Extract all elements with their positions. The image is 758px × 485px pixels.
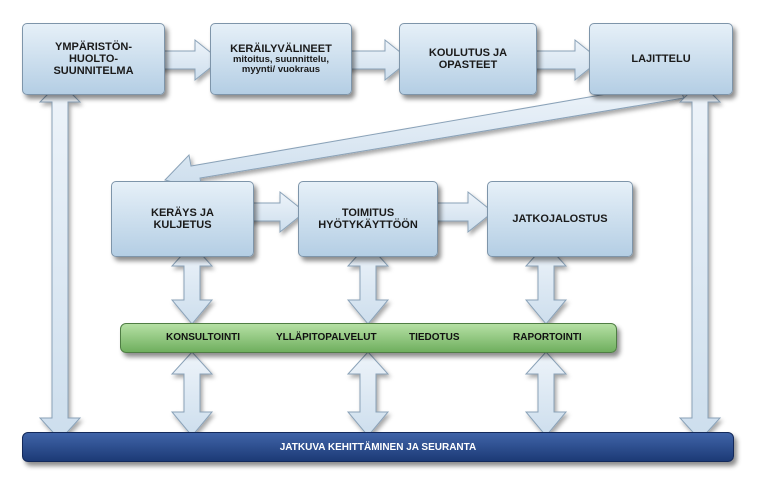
box1-line1: YMPÄRISTÖN- [55,41,132,53]
box3-line2: OPASTEET [438,59,498,71]
box-ymparistonhuoltosuunnitelma: YMPÄRISTÖN- HUOLTO- SUUNNITELMA [22,23,165,95]
box5-line1: KERÄYS JA [151,207,214,219]
continuous-development-bar: JATKUVA KEHITTÄMINEN JA SEURANTA [22,432,734,462]
box-jatkojalostus: JATKOJALOSTUS [487,181,633,257]
box-koulutus-ja-opasteet: KOULUTUS JA OPASTEET [399,23,537,95]
arrow-box4-to-box5 [164,81,685,191]
arrow-services-to-bottom-3 [524,351,568,437]
arrow-services-to-bottom-1 [170,351,214,437]
box5-line2: KULJETUS [153,219,212,231]
service-raportointi: RAPORTOINTI [513,332,582,343]
services-bar: KONSULTOINTI YLLÄPITOPALVELUT TIEDOTUS R… [120,323,617,353]
box-toimitus-hyotykayttoon: TOIMITUS HYÖTYKÄYTTÖÖN [298,181,438,257]
box1-line2: HUOLTO- [68,53,119,65]
service-konsultointi: KONSULTOINTI [166,332,241,343]
box2-title: KERÄILYVÄLINEET [230,42,332,55]
arrow-left-long [38,81,82,441]
box1-line3: SUUNNITELMA [53,65,134,77]
box2-sub-line1: mitoitus, suunnittelu, [232,53,330,65]
service-yllapitopalvelut: YLLÄPITOPALVELUT [276,332,377,343]
box7-line1: JATKOJALOSTUS [512,213,608,225]
box3-line1: KOULUTUS JA [428,47,508,59]
box-kerays-ja-kuljetus: KERÄYS JA KULJETUS [111,181,254,257]
arrow-right-long [678,81,722,441]
box-kerailyvalineet: KERÄILYVÄLINEET mitoitus, suunnittelu, m… [210,23,352,95]
box-lajittelu: LAJITTELU [589,23,733,95]
arrow-services-to-bottom-2 [346,351,390,437]
box4-line1: LAJITTELU [631,53,691,65]
service-tiedotus: TIEDOTUS [409,332,460,343]
box6-line1: TOIMITUS [341,207,395,219]
continuous-development-label: JATKUVA KEHITTÄMINEN JA SEURANTA [279,441,477,453]
box2-sub-line2: myynti/ vuokraus [241,64,321,75]
box6-line2: HYÖTYKÄYTTÖÖN [318,219,418,231]
